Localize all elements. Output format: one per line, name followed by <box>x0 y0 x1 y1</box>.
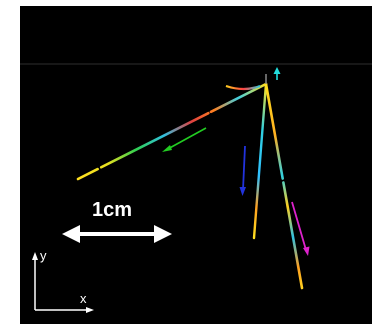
particle-track-down-left <box>252 82 268 240</box>
direction-arrow-magenta <box>291 201 310 256</box>
direction-arrow-green <box>162 127 207 152</box>
particle-track-long <box>76 82 268 181</box>
particle-track-down-right <box>264 82 304 290</box>
particle-track-short <box>225 84 261 91</box>
direction-arrow-cyan <box>273 67 281 80</box>
scale-bar-label: 1cm <box>92 199 133 221</box>
y-axis-label: y <box>40 248 47 263</box>
direction-arrow-blue <box>239 145 246 196</box>
axis-indicator <box>32 252 94 313</box>
particle-tracks-svg <box>20 63 372 313</box>
scale-bar-arrow <box>62 225 172 243</box>
x-axis-label: x <box>80 291 87 306</box>
event-display-image: 1cm y x <box>20 6 372 324</box>
